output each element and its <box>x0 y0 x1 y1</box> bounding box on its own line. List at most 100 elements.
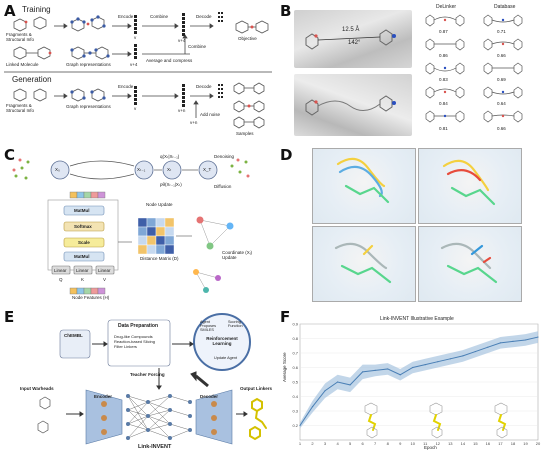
score-left-1: 0.86 <box>439 53 448 58</box>
score-left-3: 0.84 <box>439 101 448 106</box>
vn-label: v+n <box>178 108 186 113</box>
x-tick-label: 10 <box>411 441 416 446</box>
angle-label: 142° <box>348 40 361 46</box>
panel-f: F Link-INVENT Illustrative Example Epoch… <box>276 306 550 453</box>
panel-d: D <box>276 142 550 302</box>
panel-d-label: D <box>280 146 293 164</box>
score-right-4: 0.66 <box>497 126 506 131</box>
x-tick-label: 18 <box>511 441 516 446</box>
data-point <box>324 390 326 392</box>
matmul-top: MatMul <box>74 208 90 213</box>
p-label: pθ(Xₜ₋₁|Xₜ) <box>160 182 182 187</box>
data-point <box>449 358 451 360</box>
molecule-ring <box>364 402 378 416</box>
scale-box: Scale <box>78 240 90 245</box>
rl-title: Reinforcement Learning <box>206 336 238 346</box>
x-tick-label: 15 <box>473 441 478 446</box>
training-title: Training <box>22 5 51 14</box>
score-right-3: 0.64 <box>497 101 506 106</box>
y-tick-label: 0.5 <box>292 380 298 385</box>
data-point <box>349 384 351 386</box>
panel-a-graphics <box>4 12 272 129</box>
v2-label: v <box>134 106 137 111</box>
col-database: Database <box>494 4 516 10</box>
decode-gen-label: Decode <box>196 84 212 89</box>
x-tick-label: 11 <box>423 441 428 446</box>
panel-b-graphics <box>305 14 523 123</box>
y-tick-label: 0.8 <box>292 336 298 341</box>
x0-label: X₀ <box>55 167 60 172</box>
encode-gen-label: Encode <box>118 84 134 89</box>
panel-c-graphics <box>12 158 250 295</box>
v4-label: v+4 <box>130 62 138 67</box>
objective-label: Objective <box>238 36 257 41</box>
average-label: Average and compress <box>146 58 193 63</box>
panel-c: C <box>0 142 275 302</box>
docking-image-2 <box>418 148 522 224</box>
panel-b: B 12.5 Å 142° DeLinker <box>276 0 550 140</box>
y-tick-label: 0.4 <box>292 394 298 399</box>
softmax-box: Softmax <box>74 224 92 229</box>
x-tick-label: 20 <box>536 441 541 446</box>
panel-d-graphics <box>334 157 498 284</box>
data-point <box>387 368 389 370</box>
x-tick-label: 3 <box>324 441 327 446</box>
y-tick-label: 0.7 <box>292 351 298 356</box>
k-input: K <box>81 277 85 282</box>
fragments-label-gen: Fragments & Structural Info <box>6 103 35 113</box>
v4b-label: v+4 <box>178 38 186 43</box>
molecule-ring <box>429 402 443 416</box>
data-point <box>336 381 339 383</box>
node-features-label: Node Features (H) <box>72 295 110 300</box>
y-tick-label: 0.3 <box>292 409 298 414</box>
linear-v: Linear <box>98 268 111 273</box>
teacher-forcing-label: Teacher Forcing <box>130 372 165 377</box>
panel-e-label: E <box>4 308 15 326</box>
x-tick-label: 19 <box>523 441 528 446</box>
panel-e-graphics <box>37 313 267 445</box>
x-tick-label: 2 <box>311 441 314 446</box>
data-point <box>424 364 426 366</box>
distance-label: 12.5 Å <box>342 27 360 33</box>
data-point <box>499 342 502 344</box>
decode-label: Decode <box>196 14 212 19</box>
docking-image-3 <box>312 226 416 302</box>
data-point <box>399 374 401 376</box>
score-right-1: 0.66 <box>497 53 506 58</box>
xt-label: Xₜ <box>167 167 172 172</box>
panel-a-label: A <box>4 2 16 20</box>
panel-b-label: B <box>280 2 292 20</box>
data-point <box>474 350 476 353</box>
graph-rep-label: Graph representations <box>66 62 111 67</box>
col-delinker: DeLinker <box>436 4 457 10</box>
samples-label: Samples <box>236 131 254 136</box>
x-tick-label: 5 <box>349 441 352 446</box>
x-tick-label: 1 <box>299 441 302 446</box>
rl-item-0: Agent Proposes SMILES <box>200 320 217 332</box>
coord-update-label: Coordinate (Xᵢ) Update <box>222 250 252 260</box>
x-tick-label: 8 <box>387 441 390 446</box>
data-point <box>311 406 314 408</box>
data-point <box>437 361 439 363</box>
combine-label: Combine <box>150 14 169 19</box>
linker-path <box>432 414 442 431</box>
x-tick-label: 13 <box>448 441 453 446</box>
data-point <box>412 366 414 369</box>
q-input: Q <box>59 277 63 282</box>
docking-image-1 <box>312 148 416 224</box>
combine2-label: Combine <box>188 44 207 49</box>
linked-molecule-label: Linked Molecule <box>6 62 39 67</box>
data-point <box>462 355 464 357</box>
node-update-label: Node Update <box>146 202 173 207</box>
score-left-0: 0.87 <box>439 29 448 34</box>
linear-k: Linear <box>76 268 89 273</box>
x-tick-label: 9 <box>399 441 402 446</box>
chart-title: Link-INVENT Illustrative Example <box>380 316 454 322</box>
matmul-bottom: MatMul <box>74 254 90 259</box>
encoder-label: Encoder <box>94 394 113 399</box>
x-tick-label: 14 <box>461 441 466 446</box>
data-prep-title: Data Preparation <box>118 323 159 329</box>
molecule-ring <box>496 426 508 439</box>
v-input: V <box>103 277 107 282</box>
